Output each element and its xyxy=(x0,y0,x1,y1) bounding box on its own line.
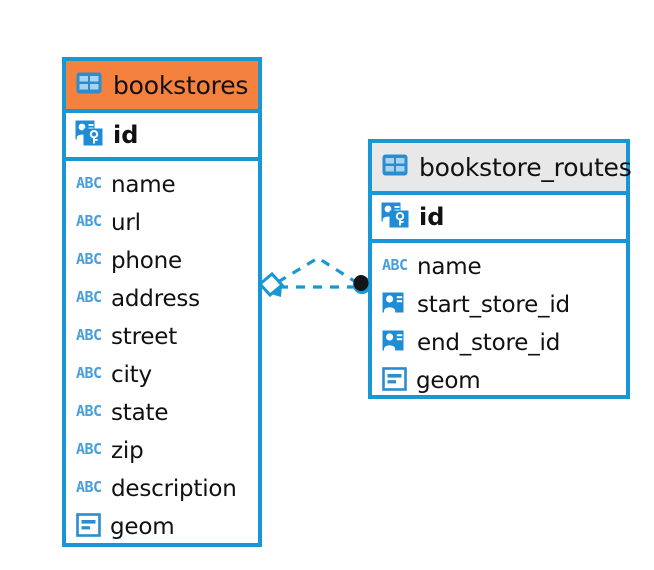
abc-icon: ABC xyxy=(76,440,102,462)
abc-icon: ABC xyxy=(76,288,102,310)
svg-text:ABC: ABC xyxy=(76,251,102,268)
abc-icon: ABC xyxy=(76,478,102,500)
entity-title: bookstores xyxy=(113,70,249,100)
field-label: end_store_id xyxy=(417,330,561,356)
field-row[interactable]: ABC name xyxy=(66,166,258,204)
abc-icon: ABC xyxy=(76,326,102,348)
svg-text:ABC: ABC xyxy=(76,479,102,496)
field-label: address xyxy=(111,286,200,312)
field-label: city xyxy=(111,362,152,388)
field-row[interactable]: ABC description xyxy=(66,470,258,508)
field-row[interactable]: end_store_id xyxy=(372,324,626,362)
field-list-bookstores: ABC name ABC url ABC phone ABC xyxy=(66,161,258,546)
svg-text:ABC: ABC xyxy=(382,257,408,274)
table-icon xyxy=(382,154,408,180)
field-label: zip xyxy=(111,438,144,464)
entity-table-bookstore-routes[interactable]: bookstore_routes id xyxy=(368,139,632,400)
field-row[interactable]: ABC url xyxy=(66,204,258,242)
abc-icon: ABC xyxy=(76,402,102,424)
svg-text:ABC: ABC xyxy=(76,213,102,230)
abc-icon: ABC xyxy=(76,250,102,272)
entity-table-bookstores[interactable]: bookstores id xyxy=(62,57,262,547)
field-label: phone xyxy=(111,248,182,274)
geometry-icon xyxy=(382,367,407,395)
relationship-connector[interactable] xyxy=(255,240,380,315)
entity-title: bookstore_routes xyxy=(419,152,632,182)
abc-icon: ABC xyxy=(76,212,102,234)
field-row[interactable]: ABC street xyxy=(66,318,258,356)
field-label: url xyxy=(111,210,141,236)
foreign-key-icon xyxy=(382,329,408,357)
primary-key-label: id xyxy=(419,203,445,231)
abc-icon: ABC xyxy=(382,256,408,278)
filled-circle-marker xyxy=(353,275,371,294)
field-label: name xyxy=(111,172,176,198)
svg-text:ABC: ABC xyxy=(76,403,102,420)
field-label: description xyxy=(111,476,237,502)
abc-icon: ABC xyxy=(76,364,102,386)
foreign-key-icon xyxy=(382,291,408,319)
entity-header-bookstores[interactable]: bookstores xyxy=(66,61,258,113)
field-label: street xyxy=(111,324,178,350)
abc-icon: ABC xyxy=(76,174,102,196)
table-icon xyxy=(76,72,102,98)
svg-text:ABC: ABC xyxy=(76,289,102,306)
field-row[interactable]: ABC zip xyxy=(66,432,258,470)
entity-header-bookstore-routes[interactable]: bookstore_routes xyxy=(372,143,632,195)
relationship-line-upper xyxy=(277,256,360,286)
field-row[interactable]: geom xyxy=(372,362,626,400)
field-row[interactable]: ABC city xyxy=(66,356,258,394)
svg-text:ABC: ABC xyxy=(76,365,102,382)
field-row[interactable]: ABC phone xyxy=(66,242,258,280)
field-label: geom xyxy=(110,514,175,540)
primary-key-row-bookstores[interactable]: id xyxy=(66,113,258,161)
field-row[interactable]: ABC name xyxy=(372,248,626,286)
primary-key-icon xyxy=(381,202,409,232)
primary-key-row-bookstore-routes[interactable]: id xyxy=(372,195,626,243)
field-row[interactable]: start_store_id xyxy=(372,286,626,324)
field-label: name xyxy=(417,254,482,280)
geometry-icon xyxy=(76,513,101,541)
field-row[interactable]: ABC state xyxy=(66,394,258,432)
primary-key-label: id xyxy=(113,121,139,149)
field-label: geom xyxy=(416,368,481,394)
field-list-bookstore-routes: ABC name start_store_id xyxy=(372,243,626,400)
crows-foot-diamond-marker xyxy=(257,271,285,298)
svg-text:ABC: ABC xyxy=(76,327,102,344)
field-row[interactable]: ABC address xyxy=(66,280,258,318)
primary-key-icon xyxy=(75,120,103,150)
field-row[interactable]: geom xyxy=(66,508,258,546)
field-label: state xyxy=(111,400,169,426)
field-label: start_store_id xyxy=(417,292,570,318)
svg-text:ABC: ABC xyxy=(76,441,102,458)
svg-text:ABC: ABC xyxy=(76,175,102,192)
